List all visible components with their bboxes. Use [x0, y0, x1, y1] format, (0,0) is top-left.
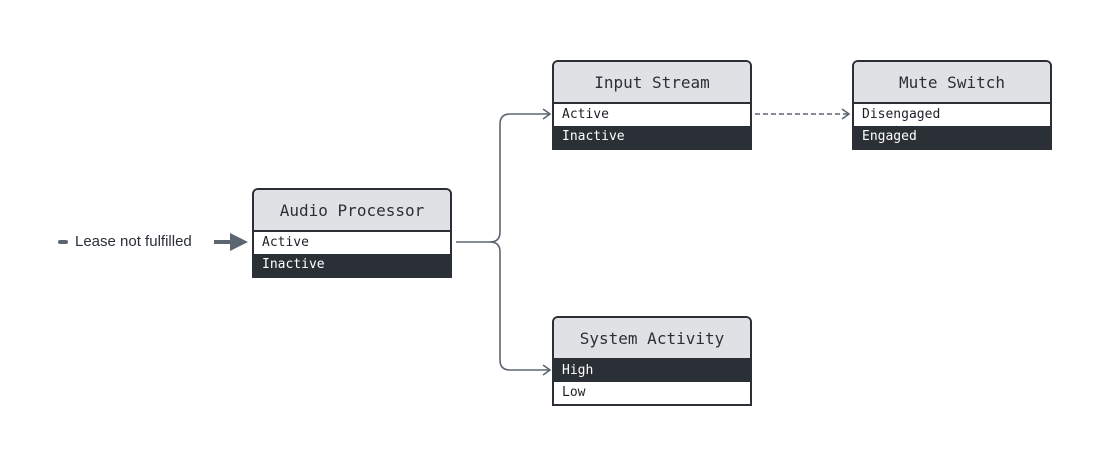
- state-disengaged[interactable]: Disengaged: [854, 104, 1050, 126]
- state-inactive[interactable]: Inactive: [254, 254, 450, 276]
- state-active[interactable]: Active: [554, 104, 750, 126]
- start-marker: [58, 239, 68, 244]
- node-mute-switch[interactable]: Mute Switch Disengaged Engaged: [852, 60, 1052, 150]
- edge-audio-to-input-stream: [456, 113, 550, 243]
- state-high[interactable]: High: [554, 360, 750, 382]
- start-indicator: Lease not fulfilled: [58, 233, 192, 250]
- state-inactive[interactable]: Inactive: [554, 126, 750, 148]
- node-title: Mute Switch: [854, 62, 1050, 104]
- edge-audio-to-system-activity: [489, 241, 550, 371]
- node-input-stream[interactable]: Input Stream Active Inactive: [552, 60, 752, 150]
- start-label-text: Lease not fulfilled: [75, 233, 192, 250]
- node-audio-processor[interactable]: Audio Processor Active Inactive: [252, 188, 452, 278]
- node-system-activity[interactable]: System Activity High Low: [552, 316, 752, 406]
- node-title: Input Stream: [554, 62, 750, 104]
- start-arrowhead: [230, 233, 248, 251]
- state-engaged[interactable]: Engaged: [854, 126, 1050, 148]
- state-active[interactable]: Active: [254, 232, 450, 254]
- state-low[interactable]: Low: [554, 382, 750, 404]
- edge-input-stream-to-mute-switch-arrowhead: [841, 108, 851, 120]
- edge-audio-to-input-stream-arrowhead: [542, 108, 552, 120]
- edge-audio-to-system-activity-arrowhead: [542, 364, 552, 376]
- node-title: Audio Processor: [254, 190, 450, 232]
- node-title: System Activity: [554, 318, 750, 360]
